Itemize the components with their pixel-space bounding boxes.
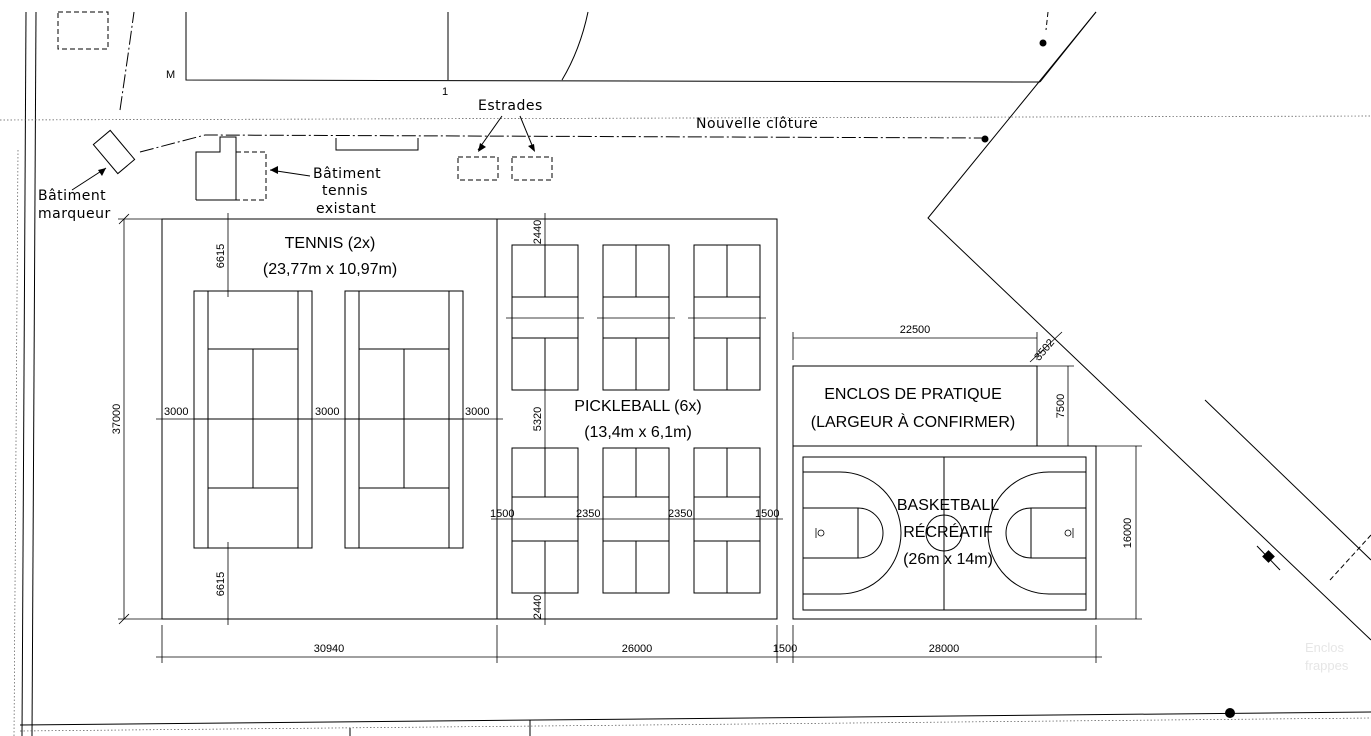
dim-pickle-gap-2: 2350 bbox=[668, 508, 692, 520]
enclosure-note: (LARGEUR À CONFIRMER) bbox=[811, 412, 1015, 431]
basketball-title: BASKETBALL bbox=[897, 497, 999, 514]
top-structures: M 1 bbox=[57, 11, 1041, 98]
dim-bottom-gap: 1500 bbox=[773, 643, 797, 655]
tennis-size: (23,77m x 10,97m) bbox=[263, 261, 397, 278]
dim-pickle-mid: 5320 bbox=[532, 407, 544, 431]
pickleball-court bbox=[597, 244, 675, 391]
marker-building-label-2: marqueur bbox=[38, 206, 111, 222]
new-fence: Nouvelle clôture bbox=[119, 11, 989, 153]
dim-tennis-gap-right: 3000 bbox=[465, 406, 489, 418]
dim-tennis-bottom: 6615 bbox=[215, 572, 227, 596]
pickleball-size: (13,4m x 6,1m) bbox=[584, 424, 692, 441]
marker-m: M bbox=[166, 69, 175, 81]
pickleball-court bbox=[506, 244, 584, 391]
survey-point bbox=[1039, 39, 1047, 47]
marker-building-label-1: Bâtiment bbox=[38, 188, 106, 204]
dim-tennis-top: 6615 bbox=[215, 244, 227, 268]
dim-enclos-width: 22500 bbox=[900, 324, 931, 336]
marker-1: 1 bbox=[442, 86, 448, 98]
dim-basket-height: 16000 bbox=[1122, 518, 1134, 549]
tennis-building: Bâtiment tennis existant bbox=[195, 136, 381, 217]
marker-building: Bâtiment marqueur bbox=[38, 129, 136, 222]
dim-pickle-gap-right: 1500 bbox=[755, 508, 779, 520]
dim-pickle-top: 2440 bbox=[532, 220, 544, 244]
dim-overall-height: 37000 bbox=[111, 213, 168, 625]
basketball-subtitle: RÉCRÉATIF bbox=[903, 522, 993, 541]
pickleball-court bbox=[602, 447, 670, 594]
fence-label: Nouvelle clôture bbox=[696, 116, 818, 132]
tennis-building-label-3: existant bbox=[316, 201, 376, 217]
left-road-lines bbox=[0, 11, 1371, 736]
faint-label-1: Enclos bbox=[1305, 640, 1345, 655]
bottom-road bbox=[19, 711, 1371, 736]
tennis-area: TENNIS (2x) (23,77m x 10,97m) 6615 6615 … bbox=[156, 213, 503, 625]
dim-pickle-gap-1: 2350 bbox=[576, 508, 600, 520]
pickleball-court bbox=[688, 244, 766, 391]
pickleball-title: PICKLEBALL (6x) bbox=[574, 398, 701, 415]
dim-bottom-pickle: 26000 bbox=[622, 643, 653, 655]
pickleball-area: PICKLEBALL (6x) (13,4m x 6,1m) bbox=[490, 213, 783, 625]
practice-enclosure: ENCLOS DE PRATIQUE (LARGEUR À CONFIRMER)… bbox=[792, 324, 1074, 447]
dim-bottom-chain: 30940 26000 1500 28000 bbox=[156, 625, 1102, 663]
dim-bottom-tennis: 30940 bbox=[314, 643, 345, 655]
pickleball-court bbox=[693, 447, 761, 594]
basketball-area: BASKETBALL RÉCRÉATIF (26m x 14m) 16000 bbox=[792, 445, 1142, 620]
bleachers-label: Estrades bbox=[478, 98, 543, 114]
tennis-court bbox=[193, 290, 313, 549]
tennis-title: TENNIS (2x) bbox=[285, 235, 376, 252]
tennis-court bbox=[344, 290, 464, 549]
faint-label-2: frappes bbox=[1305, 658, 1349, 673]
dim-bottom-basket: 28000 bbox=[929, 643, 960, 655]
tennis-building-label-2: tennis bbox=[322, 183, 368, 199]
bleachers: Estrades bbox=[457, 98, 553, 181]
svg-text:37000: 37000 bbox=[111, 404, 123, 435]
dim-enclos-diag: 3502 bbox=[1032, 337, 1057, 363]
tennis-building-label-1: Bâtiment bbox=[313, 166, 381, 182]
enclosure-title: ENCLOS DE PRATIQUE bbox=[824, 386, 1002, 403]
utility-symbol-icon bbox=[1256, 534, 1371, 581]
dim-enclos-height: 7500 bbox=[1055, 394, 1067, 418]
basketball-size: (26m x 14m) bbox=[903, 551, 993, 568]
dim-tennis-gap-left: 3000 bbox=[164, 406, 188, 418]
dim-pickle-gap-left: 1500 bbox=[490, 508, 514, 520]
fence-post bbox=[981, 135, 989, 143]
dim-tennis-gap-mid: 3000 bbox=[315, 406, 339, 418]
dim-pickle-bottom: 2440 bbox=[532, 595, 544, 619]
pickleball-court bbox=[511, 447, 579, 594]
diagonal-boundary bbox=[927, 11, 1371, 718]
